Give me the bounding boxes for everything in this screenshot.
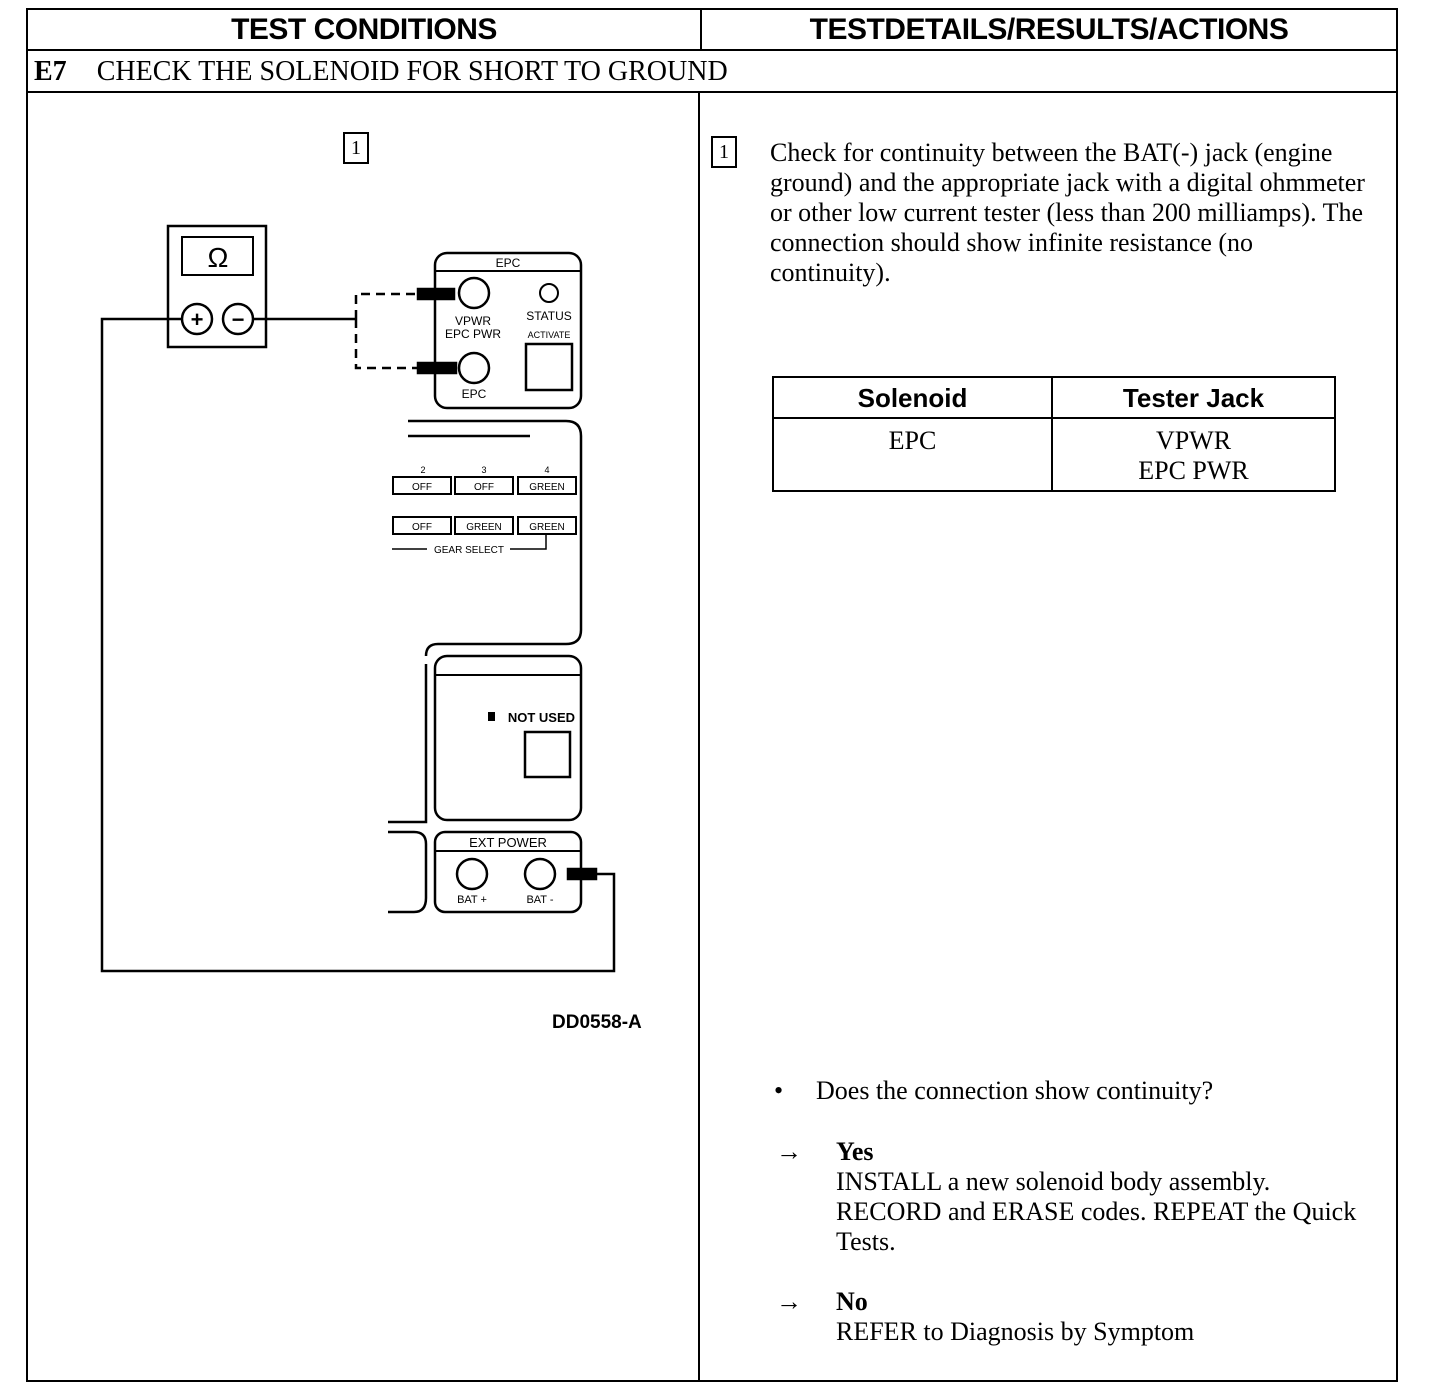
gear-number-3: 3 (481, 465, 486, 475)
tester-jack-line-2: EPC PWR (1138, 456, 1249, 485)
step-title-divider (26, 91, 1398, 93)
epc-panel-title: EPC (496, 256, 521, 270)
vpwr-label: VPWR (455, 314, 491, 328)
gear-row2-cell-3: GREEN (529, 522, 565, 533)
table-cell-solenoid: EPC (888, 426, 937, 455)
ohm-symbol: Ω (208, 242, 229, 273)
status-light (539, 283, 559, 303)
ext-power-title: EXT POWER (469, 835, 547, 850)
answer-yes-text: INSTALL a new solenoid body assembly. RE… (836, 1167, 1357, 1256)
not-used-panel: NOT USED (388, 654, 583, 824)
bat-minus-jack (523, 857, 557, 891)
gear-number-4: 4 (544, 465, 549, 475)
not-used-marker (488, 712, 495, 721)
gear-row1-cell-1: OFF (412, 482, 432, 493)
solenoid-jack-table: Solenoid Tester Jack EPC VPWR EPC PWR (772, 376, 1336, 492)
epc-pwr-label: EPC PWR (445, 327, 501, 341)
bat-minus-label: BAT - (526, 894, 553, 906)
table-frame (26, 8, 1398, 1382)
meter-plus-sign: + (191, 307, 204, 332)
diagram-step-box: 1 (343, 132, 369, 164)
question-bullet: • (774, 1076, 784, 1105)
meter-minus-sign: − (232, 307, 245, 332)
ext-power-panel: EXT POWER BAT + BAT - (388, 830, 583, 914)
column-divider-header (700, 8, 702, 51)
step-title-text: CHECK THE SOLENOID FOR SHORT TO GROUND (96, 56, 728, 87)
question-text: Does the connection show continuity? (816, 1076, 1214, 1105)
test-leads (100, 287, 616, 973)
gear-row1-cell-2: OFF (474, 482, 494, 493)
table-cell-tester-jack: VPWR EPC PWR (1053, 426, 1334, 486)
step-code: E7 (34, 56, 67, 87)
activate-button (524, 342, 574, 392)
table-header-tester-jack: Tester Jack (1122, 383, 1265, 413)
gear-number-2: 2 (420, 465, 425, 475)
status-label: STATUS (526, 309, 572, 323)
vpwr-jack (457, 276, 491, 310)
test-details-heading: TESTDETAILS/RESULTS/ACTIONS (809, 13, 1289, 46)
epc-jack-label: EPC (462, 387, 487, 401)
arrow-icon: → (776, 1287, 802, 1316)
tester-hookup-diagram: Ω + − EPC VPWR EPC PWR STATUS ACTIVATE E… (100, 224, 616, 973)
table-header-solenoid: Solenoid (857, 383, 968, 413)
step-title: E7 CHECK THE SOLENOID FOR SHORT TO GROUND (34, 52, 728, 92)
table-column-rule (1051, 378, 1053, 490)
arrow-icon: → (776, 1137, 802, 1166)
gear-select-panel: 2 3 4 OFF OFF GREEN OFF GREEN GREEN GEAR… (392, 419, 583, 657)
answer-yes-label: Yes (836, 1137, 874, 1166)
test-conditions-heading: TEST CONDITIONS (231, 13, 497, 46)
table-header-rule (774, 417, 1334, 419)
ohmmeter: Ω + − (166, 224, 268, 349)
epc-panel: EPC VPWR EPC PWR STATUS ACTIVATE EPC (433, 251, 583, 410)
figure-id: DD0558-A (552, 1012, 642, 1033)
gear-select-label: GEAR SELECT (434, 545, 504, 556)
column-divider (698, 91, 700, 1382)
bat-plus-label: BAT + (457, 894, 487, 906)
answer-no-text: REFER to Diagnosis by Symptom (836, 1317, 1195, 1346)
not-used-button (523, 730, 572, 779)
gear-row1-cell-3: GREEN (529, 482, 565, 493)
not-used-label: NOT USED (508, 710, 575, 725)
question: • Does the connection show continuity? (774, 1076, 1213, 1106)
instruction-text: Check for continuity between the BAT(-) … (770, 138, 1365, 287)
answer-no-label: No (836, 1287, 868, 1316)
header-divider (26, 49, 1398, 51)
epc-jack (457, 351, 491, 385)
gear-row2-cell-2: GREEN (466, 522, 502, 533)
activate-label: ACTIVATE (528, 330, 571, 340)
gear-row2-cell-1: OFF (412, 522, 432, 533)
bat-plus-jack (455, 857, 489, 891)
tester-jack-line-1: VPWR (1155, 426, 1232, 455)
details-step-box: 1 (711, 136, 737, 168)
